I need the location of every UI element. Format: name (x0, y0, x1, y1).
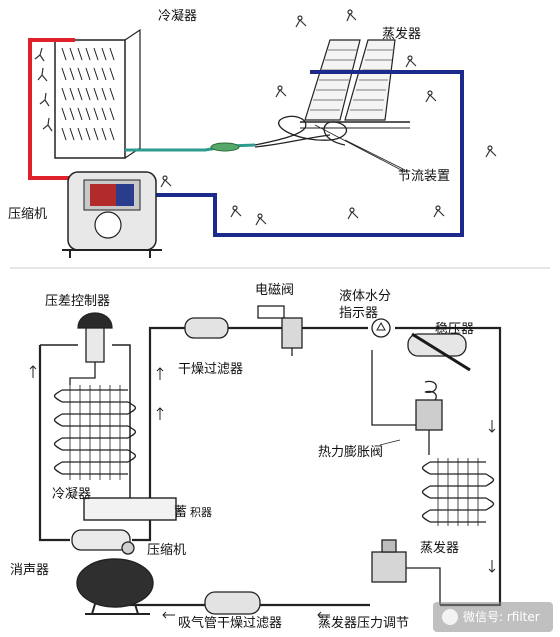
thermal-expansion-valve (371, 350, 443, 455)
condenser-coil (53, 385, 137, 480)
label-throttle-device: 节流装置 (398, 169, 450, 184)
suction-line (150, 70, 464, 237)
label-compressor-bottom: 压缩机 (147, 542, 186, 558)
evaporator-pressure-regulator (371, 539, 441, 605)
throttle-coil (254, 115, 348, 148)
bottom-diagram (29, 305, 502, 619)
evaporator-unit (300, 39, 410, 129)
label-thermal-expansion-valve: 热力膨胀阀 (318, 445, 383, 460)
bottom-labels: 压差控制器 电磁阀 液体水分 指示器 稳压器 干燥过滤器 热力膨胀阀 冷凝器 蓄… (10, 283, 474, 631)
label-condenser-top: 冷凝器 (158, 8, 197, 24)
label-liquid-indicator-1: 液体水分 (339, 289, 391, 304)
label-evaporator-bottom: 蒸发器 (420, 540, 459, 556)
flow-arrows (29, 365, 496, 619)
label-condenser-bottom: 冷凝器 (52, 486, 91, 502)
label-pressure-controller: 压差控制器 (45, 294, 110, 309)
evaporator-coil (421, 458, 495, 526)
label-evap-pressure-regulator: 蒸发器压力调节 (318, 615, 409, 631)
compressor (76, 558, 154, 615)
compressor-unit (62, 171, 162, 258)
label-compressor-top: 压缩机 (8, 206, 47, 222)
label-stabilizer: 稳压器 (435, 321, 474, 337)
label-liquid-indicator-2: 指示器 (339, 306, 378, 321)
drier-filter (184, 317, 229, 339)
condenser-unit (54, 28, 141, 159)
label-muffler: 消声器 (10, 563, 49, 578)
label-accumulator: 蓄 (174, 505, 187, 520)
molecule-figures (34, 9, 497, 226)
label-solenoid-valve: 电磁阀 (255, 283, 294, 298)
accumulator (83, 497, 177, 521)
stabilizer (407, 332, 471, 372)
pressure-controller (69, 312, 113, 385)
label-suction-drier-filter: 吸气管干燥过滤器 (178, 615, 282, 631)
suction-drier-filter (204, 591, 261, 615)
watermark-text: 微信号: rfilter (463, 610, 540, 624)
sight-glass (371, 318, 391, 338)
watermark: 微信号: rfilter (433, 602, 553, 632)
solenoid-valve (257, 305, 303, 356)
label-evaporator-top: 蒸发器 (382, 26, 421, 42)
label-drier-filter: 干燥过滤器 (178, 362, 243, 377)
muffler (71, 529, 135, 555)
top-diagram: 冷凝器 蒸发器 压缩机 节流装置 (8, 8, 497, 258)
label-accumulator-small: 积器 (190, 506, 212, 519)
